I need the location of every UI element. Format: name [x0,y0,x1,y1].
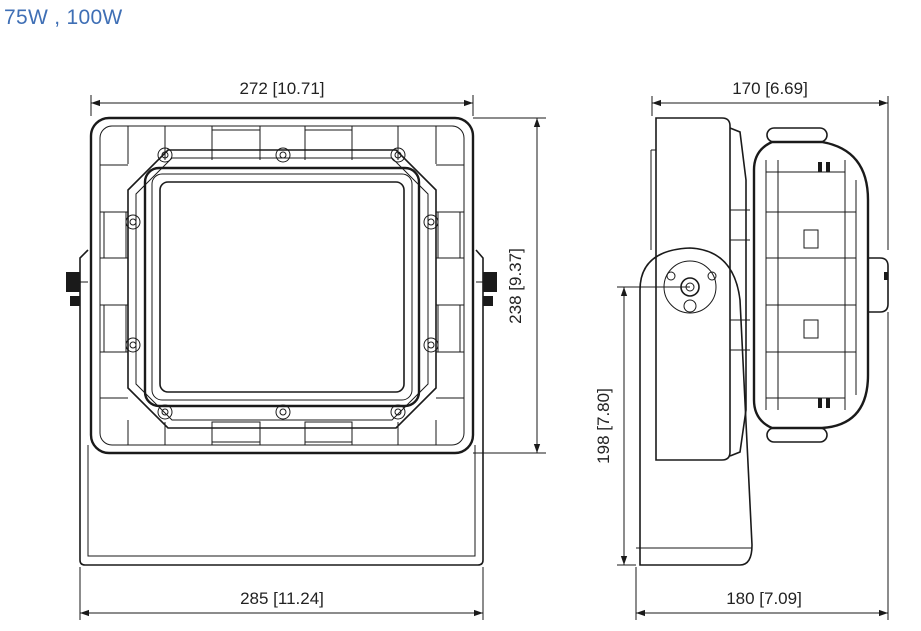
page-title: 75W , 100W [4,6,123,29]
dim-front-width: 272 [10.71] [239,79,324,98]
left-knob [66,272,80,292]
right-knob [483,272,497,292]
front-bracket [79,249,484,566]
front-frame [127,149,437,429]
dim-bracket-width: 285 [11.24] [240,589,324,608]
dim-side-depth: 170 [6.69] [732,79,808,98]
front-lens [143,166,421,408]
dim-side-base: 180 [7.09] [726,589,802,608]
dim-side-height: 198 [7.80] [594,388,613,464]
side-housing [752,140,870,430]
front-view: 272 [10.71] 238 [9.37] 285 [11.24] [66,79,546,620]
dim-front-height: 238 [9.37] [506,248,525,324]
side-bracket [639,247,753,566]
front-bolts [125,147,439,420]
front-housing [89,116,475,455]
side-back-plate [655,117,731,461]
side-view: 170 [6.69] 198 [7.80] 180 [7.09] [594,79,889,620]
